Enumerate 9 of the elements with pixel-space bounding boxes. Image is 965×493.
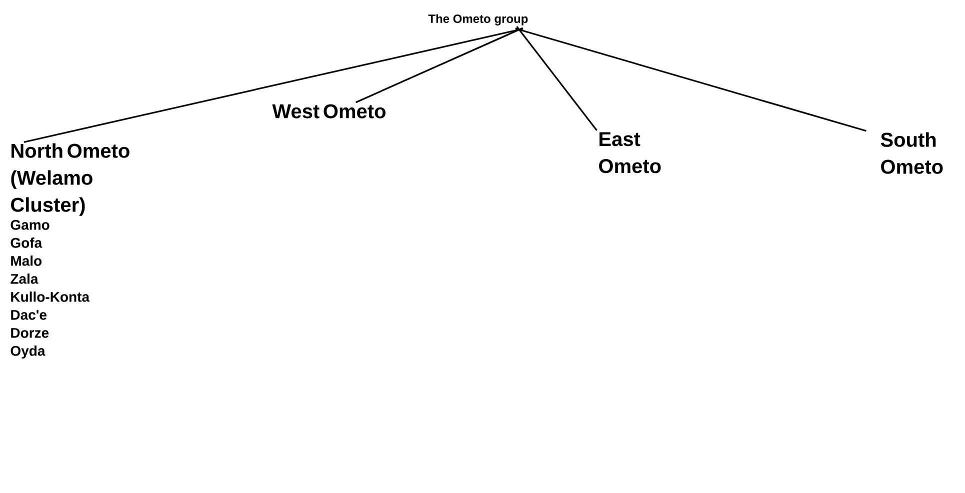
tree-line <box>356 27 524 104</box>
node-label: The Ometo group <box>428 14 528 26</box>
node-label: South Ometo <box>880 132 943 174</box>
node-label: West Ometo <box>272 104 386 118</box>
node-label: East Ometo <box>599 132 661 174</box>
node-label: North Ometo (Welamo Cluster) Gamo Gofa Malo Zala Kullo-Konta Dac'e Dorze Oyda <box>10 143 130 359</box>
tree-line <box>515 28 866 132</box>
tree-line <box>24 28 524 143</box>
tree-line <box>516 26 598 131</box>
